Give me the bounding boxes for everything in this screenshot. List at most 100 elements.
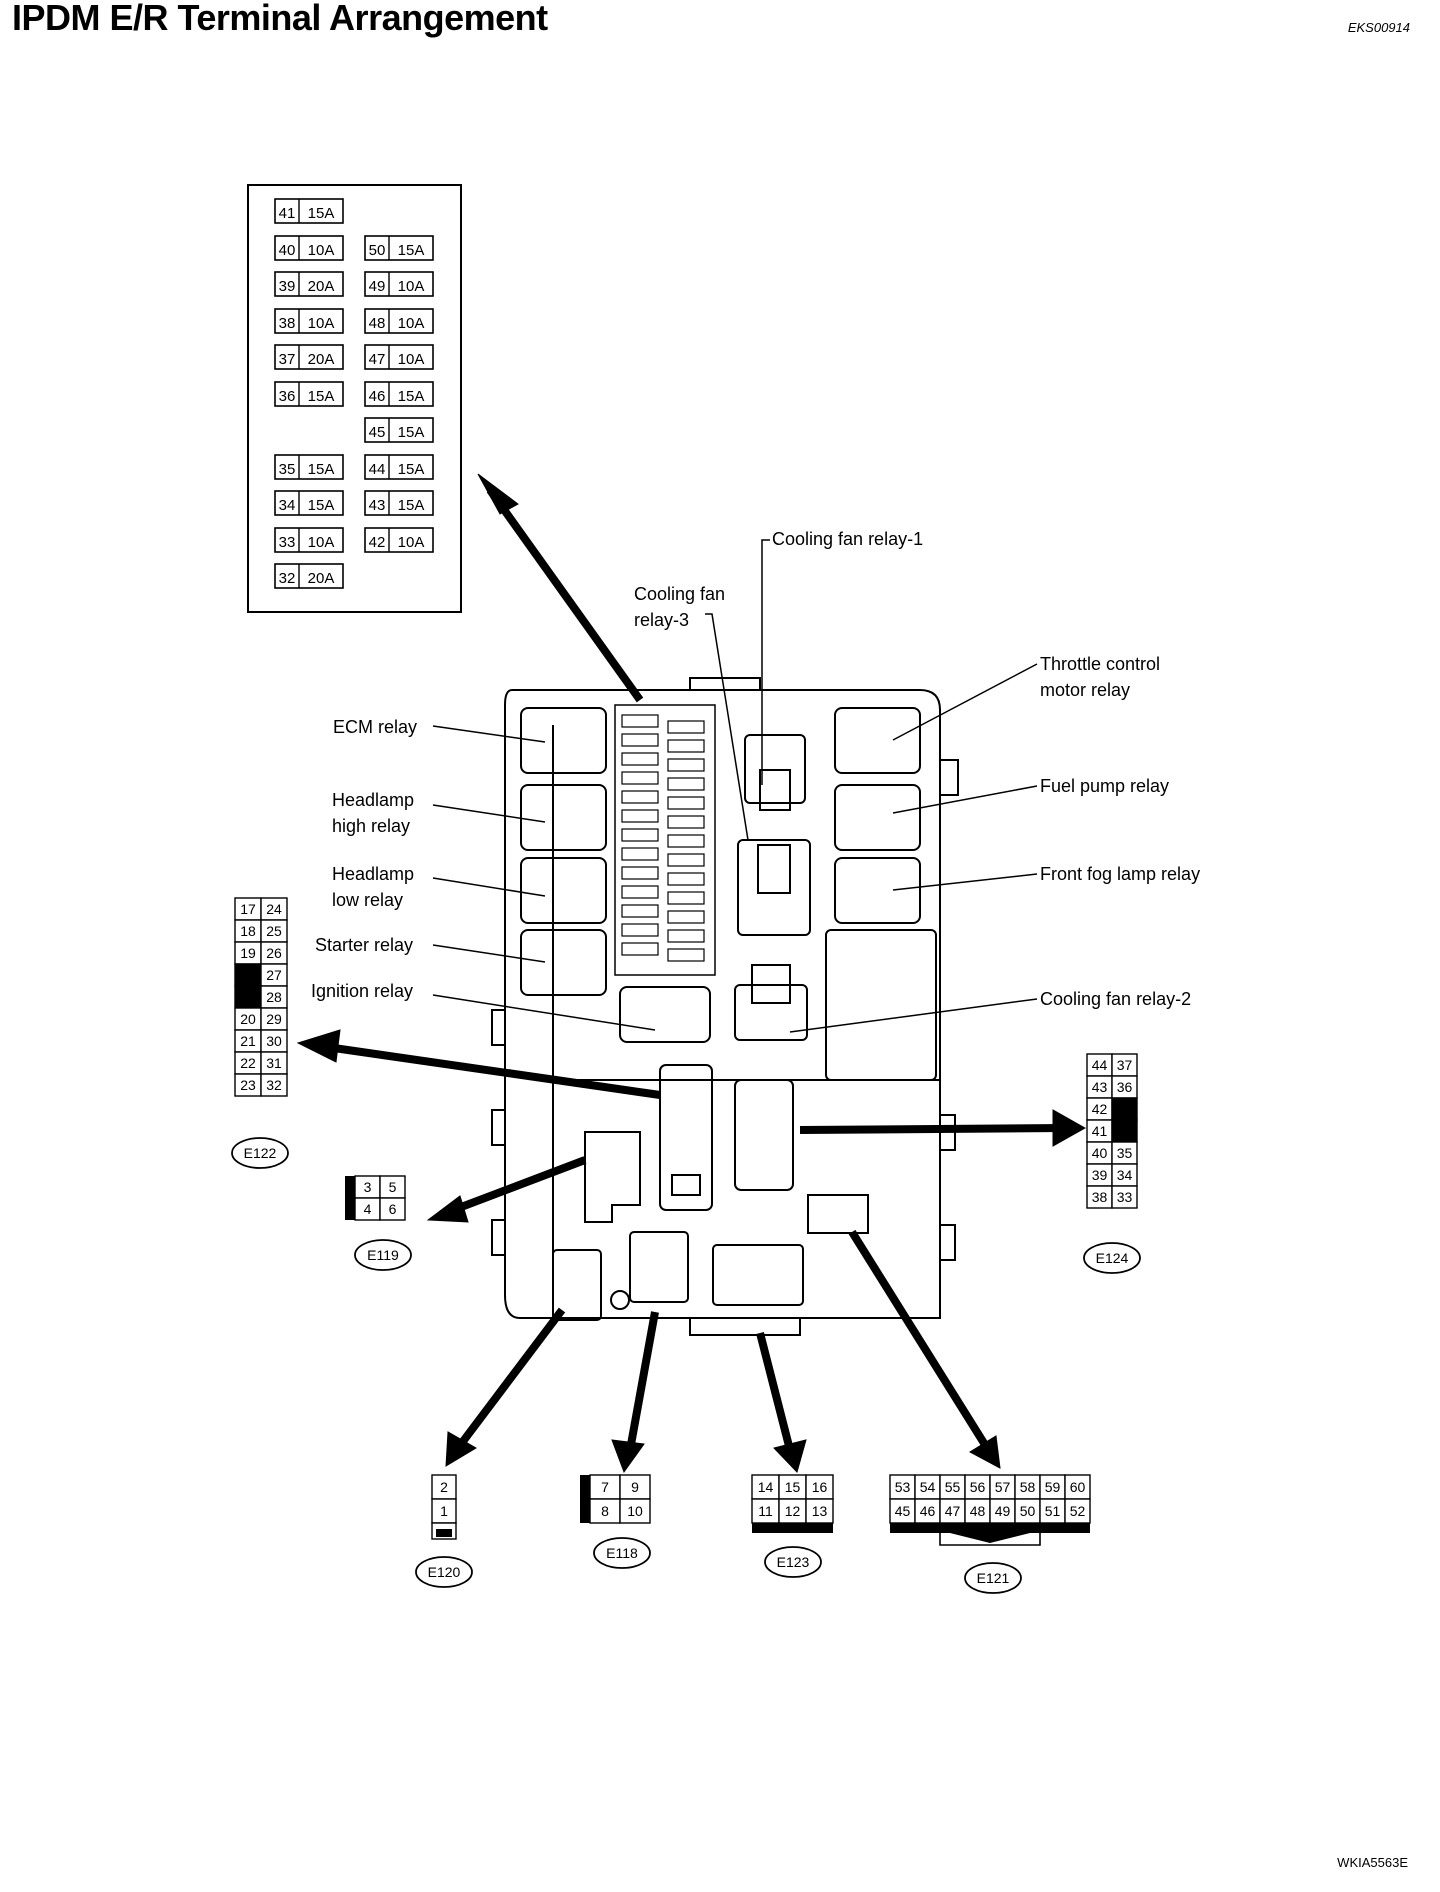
fuse-rating: 15A — [398, 424, 425, 441]
terminal-31: 31 — [266, 1055, 282, 1071]
fuse-number: 45 — [369, 424, 386, 441]
label-headlamp-high-1: Headlamp — [332, 790, 414, 810]
fuse-rating: 10A — [398, 315, 425, 332]
connector-tag: E119 — [367, 1247, 399, 1263]
terminal-52: 52 — [1070, 1503, 1086, 1519]
mini-fuse — [667, 758, 705, 772]
left-relays — [520, 707, 711, 1043]
terminal-17: 17 — [240, 901, 256, 917]
terminal-42: 42 — [1092, 1101, 1108, 1117]
terminal-18: 18 — [240, 923, 256, 939]
connector-tag: E123 — [777, 1554, 810, 1570]
terminal-35: 35 — [1117, 1145, 1133, 1161]
terminal-49: 49 — [995, 1503, 1011, 1519]
label-headlamp-low-1: Headlamp — [332, 864, 414, 884]
fuse-rating: 20A — [308, 351, 335, 368]
mini-fuse — [667, 948, 705, 962]
terminal-19: 19 — [240, 945, 256, 961]
terminal-28: 28 — [266, 989, 282, 1005]
body-connectors — [552, 1064, 869, 1321]
mini-fuse — [621, 923, 659, 937]
fuse-number: 47 — [369, 351, 386, 368]
connector-arrows — [296, 473, 1087, 1474]
fuse-number: 38 — [279, 315, 296, 332]
fuse-rating: 10A — [308, 534, 335, 551]
terminal-38: 38 — [1092, 1189, 1108, 1205]
fuse-37: 37 20A — [274, 344, 344, 370]
mini-fuse — [667, 720, 705, 734]
terminal-5: 5 — [389, 1179, 397, 1195]
mini-fuse — [667, 777, 705, 791]
fuse-number: 42 — [369, 534, 386, 551]
label-front-fog-lamp-relay: Front fog lamp relay — [1040, 864, 1200, 884]
terminal-27: 27 — [266, 967, 282, 983]
fuse-rating: 20A — [308, 278, 335, 295]
label-cooling-fan-relay-2: Cooling fan relay-2 — [1040, 989, 1191, 1009]
fuse-number: 32 — [279, 570, 296, 587]
fuse-number: 34 — [279, 497, 296, 514]
terminal-56: 56 — [970, 1479, 986, 1495]
fuse-number: 37 — [279, 351, 296, 368]
mini-fuse — [621, 752, 659, 766]
mini-fuse — [621, 828, 659, 842]
terminal-50: 50 — [1020, 1503, 1036, 1519]
label-cooling-fan-relay-3-2: relay-3 — [634, 610, 689, 630]
fuse-number: 49 — [369, 278, 386, 295]
label-headlamp-high-2: high relay — [332, 816, 410, 836]
fuse-number: 39 — [279, 278, 296, 295]
terminal-26: 26 — [266, 945, 282, 961]
fuse-number: 41 — [279, 205, 296, 222]
figure-code: WKIA5563E — [1337, 1855, 1408, 1870]
label-cooling-fan-relay-1: Cooling fan relay-1 — [772, 529, 923, 549]
terminal-3: 3 — [364, 1179, 372, 1195]
terminal-15: 15 — [785, 1479, 801, 1495]
connector-tag: E124 — [1096, 1250, 1129, 1266]
terminal-46: 46 — [920, 1503, 936, 1519]
terminal-44: 44 — [1092, 1057, 1108, 1073]
mini-fuse — [667, 834, 705, 848]
terminal-2: 2 — [440, 1479, 448, 1495]
terminal-57: 57 — [995, 1479, 1011, 1495]
mini-fuse — [621, 942, 659, 956]
fuse-rating: 15A — [398, 461, 425, 478]
terminal-40: 40 — [1092, 1145, 1108, 1161]
right-relays — [825, 707, 937, 1081]
terminal-4: 4 — [364, 1201, 372, 1217]
terminal-21: 21 — [240, 1033, 256, 1049]
fuse-39: 39 20A — [274, 271, 344, 297]
terminal-9: 9 — [631, 1479, 639, 1495]
terminal-29: 29 — [266, 1011, 282, 1027]
center-fuse-block — [614, 704, 716, 976]
fuse-49: 49 10A — [364, 271, 434, 297]
relay-labels: ECM relay Headlamp high relay Headlamp l… — [311, 529, 1200, 1009]
terminal-1: 1 — [440, 1503, 448, 1519]
page-title: IPDM E/R Terminal Arrangement — [12, 0, 548, 38]
mini-fuse — [667, 739, 705, 753]
mini-fuse — [621, 866, 659, 880]
fuse-42: 42 10A — [364, 527, 434, 553]
fuse-number: 48 — [369, 315, 386, 332]
mini-fuse — [621, 885, 659, 899]
mini-fuse — [667, 910, 705, 924]
mini-fuse — [667, 853, 705, 867]
terminal-25: 25 — [266, 923, 282, 939]
terminal-39: 39 — [1092, 1167, 1108, 1183]
label-ignition-relay: Ignition relay — [311, 981, 413, 1001]
fuse-rating: 10A — [398, 278, 425, 295]
terminal-47: 47 — [945, 1503, 961, 1519]
mini-fuse — [621, 790, 659, 804]
fuse-rating: 15A — [308, 388, 335, 405]
label-cooling-fan-relay-3-1: Cooling fan — [634, 584, 725, 604]
fuse-48: 48 10A — [364, 308, 434, 334]
fuse-rating: 10A — [398, 534, 425, 551]
fuse-number: 33 — [279, 534, 296, 551]
